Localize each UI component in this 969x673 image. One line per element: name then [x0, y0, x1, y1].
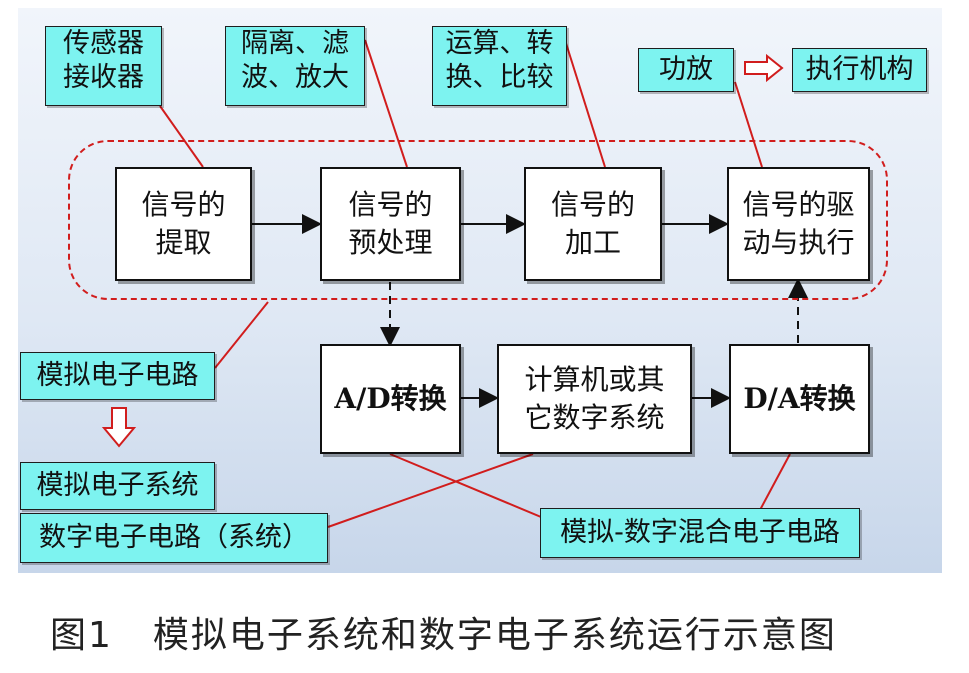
label-mixed-circuit: 模拟-数字混合电子电路: [540, 508, 860, 558]
pointer-line-mixed-2: [759, 453, 791, 511]
block-signal-process: 信号的 加工: [524, 167, 662, 281]
label-sensor: 传感器 接收器: [45, 26, 162, 106]
block-extract-line1: 信号的: [141, 188, 226, 221]
block-process-line2: 加工: [564, 226, 621, 259]
label-compute-line2: 换、比较: [445, 62, 554, 93]
pointer-line-digital: [327, 453, 534, 528]
block-signal-preprocess: 信号的 预处理: [320, 167, 461, 281]
label-compute-line1: 运算、转: [445, 28, 554, 59]
block-adc-text: A/D转换: [334, 382, 447, 415]
label-analog-circuit: 模拟电子电路: [20, 352, 215, 400]
pointer-line-sensor: [159, 105, 204, 168]
label-sensor-line2: 接收器: [63, 62, 144, 93]
label-digital-circuit-text: 数字电子电路（系统）: [39, 522, 309, 553]
figure-title: 模拟电子系统和数字电子系统运行示意图: [152, 615, 837, 656]
block-preprocess-line1: 信号的: [348, 188, 433, 221]
block-computer-line2: 它数字系统: [524, 401, 665, 434]
block-signal-extract: 信号的 提取: [115, 167, 252, 281]
label-actuator: 执行机构: [792, 48, 927, 92]
hollow-arrow-right: [744, 53, 784, 83]
label-analog-system: 模拟电子系统: [20, 462, 215, 510]
pointer-line-analog: [214, 301, 269, 369]
block-drive-line1: 信号的驱: [742, 188, 855, 221]
label-amp: 功放: [638, 48, 734, 92]
block-computer-line1: 计算机或其: [524, 363, 665, 396]
label-sensor-line1: 传感器: [63, 28, 144, 59]
label-amp-text: 功放: [659, 54, 713, 85]
pointer-line-mixed-1: [389, 453, 566, 528]
pointer-line-isolate: [364, 39, 408, 168]
label-actuator-text: 执行机构: [805, 54, 914, 85]
label-compute: 运算、转 换、比较: [432, 26, 567, 106]
block-dac-text: D/A转换: [743, 382, 856, 415]
label-analog-system-text: 模拟电子系统: [36, 470, 199, 501]
label-mixed-circuit-text: 模拟-数字混合电子电路: [560, 517, 840, 548]
analog-system-boundary: [68, 140, 888, 300]
hollow-arrow-down: [101, 407, 137, 448]
label-isolate-line1: 隔离、滤: [241, 28, 349, 59]
label-isolate-line2: 波、放大: [241, 62, 349, 93]
figure-caption: 图1 模拟电子系统和数字电子系统运行示意图: [50, 606, 837, 658]
block-drive-line2: 动与执行: [742, 226, 855, 259]
block-ad-converter: A/D转换: [320, 344, 461, 454]
pointer-line-compute: [564, 39, 606, 168]
label-isolate: 隔离、滤 波、放大: [225, 26, 365, 106]
block-preprocess-line2: 预处理: [348, 226, 433, 259]
label-analog-circuit-text: 模拟电子电路: [36, 360, 199, 391]
pointer-line-amp: [734, 81, 763, 168]
block-computer: 计算机或其 它数字系统: [497, 344, 692, 454]
block-da-converter: D/A转换: [729, 344, 870, 454]
block-extract-line2: 提取: [155, 226, 212, 259]
block-signal-drive: 信号的驱 动与执行: [727, 167, 870, 281]
block-process-line1: 信号的: [550, 188, 635, 221]
figure-number: 图1: [50, 615, 113, 656]
label-digital-circuit: 数字电子电路（系统）: [20, 513, 328, 563]
